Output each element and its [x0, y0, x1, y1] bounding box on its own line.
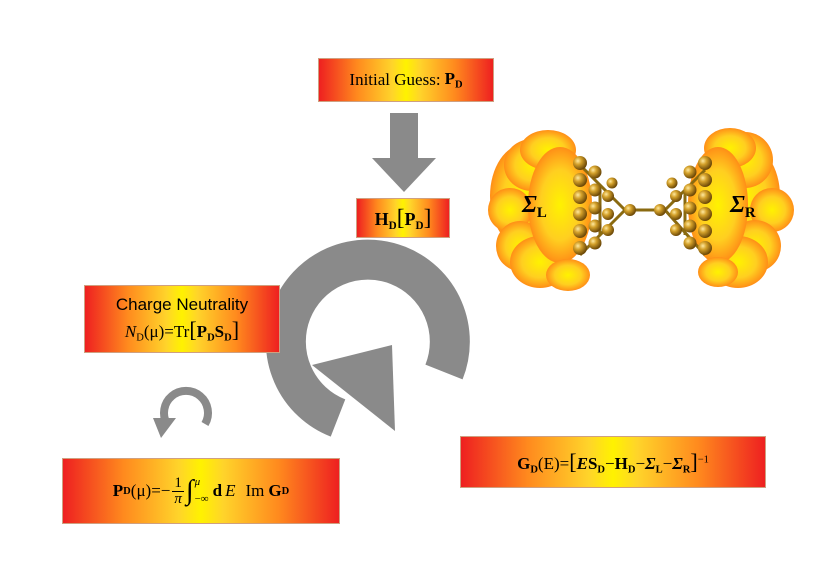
left-lead-cloud — [488, 130, 592, 291]
left-lead-label: ΣL — [522, 192, 547, 222]
initial-guess-text: Initial Guess: — [349, 70, 441, 89]
large-cycle-arrow-icon — [265, 239, 470, 437]
greens-function-box: GD(E)=[ESD−HD−ΣL−ΣR]−1 — [460, 436, 766, 488]
charge-neutrality-box: Charge Neutrality ND(μ)=Tr[PDSD] — [84, 285, 280, 353]
right-lead-label: ΣR — [730, 192, 756, 222]
right-lead-cloud — [688, 128, 794, 288]
hamiltonian-box: HD[PD] — [356, 198, 450, 238]
charge-neutrality-equation: ND(μ)=Tr[PDSD] — [124, 316, 240, 344]
hamiltonian-expression: HD[PD] — [374, 204, 432, 232]
initial-guess-box: Initial Guess: PD — [318, 58, 494, 102]
left-cluster-atoms — [573, 156, 636, 255]
down-arrow-icon — [372, 113, 436, 192]
right-cluster-atoms — [654, 156, 712, 255]
initial-guess-symbol: PD — [444, 69, 463, 91]
small-cycle-arrow-icon — [153, 386, 212, 438]
greens-function-equation: GD(E)=[ESD−HD−ΣL−ΣR]−1 — [517, 448, 709, 476]
charge-neutrality-title: Charge Neutrality — [115, 294, 249, 314]
integral: ∫ μ−∞ — [185, 475, 209, 506]
molecular-junction — [488, 128, 794, 291]
